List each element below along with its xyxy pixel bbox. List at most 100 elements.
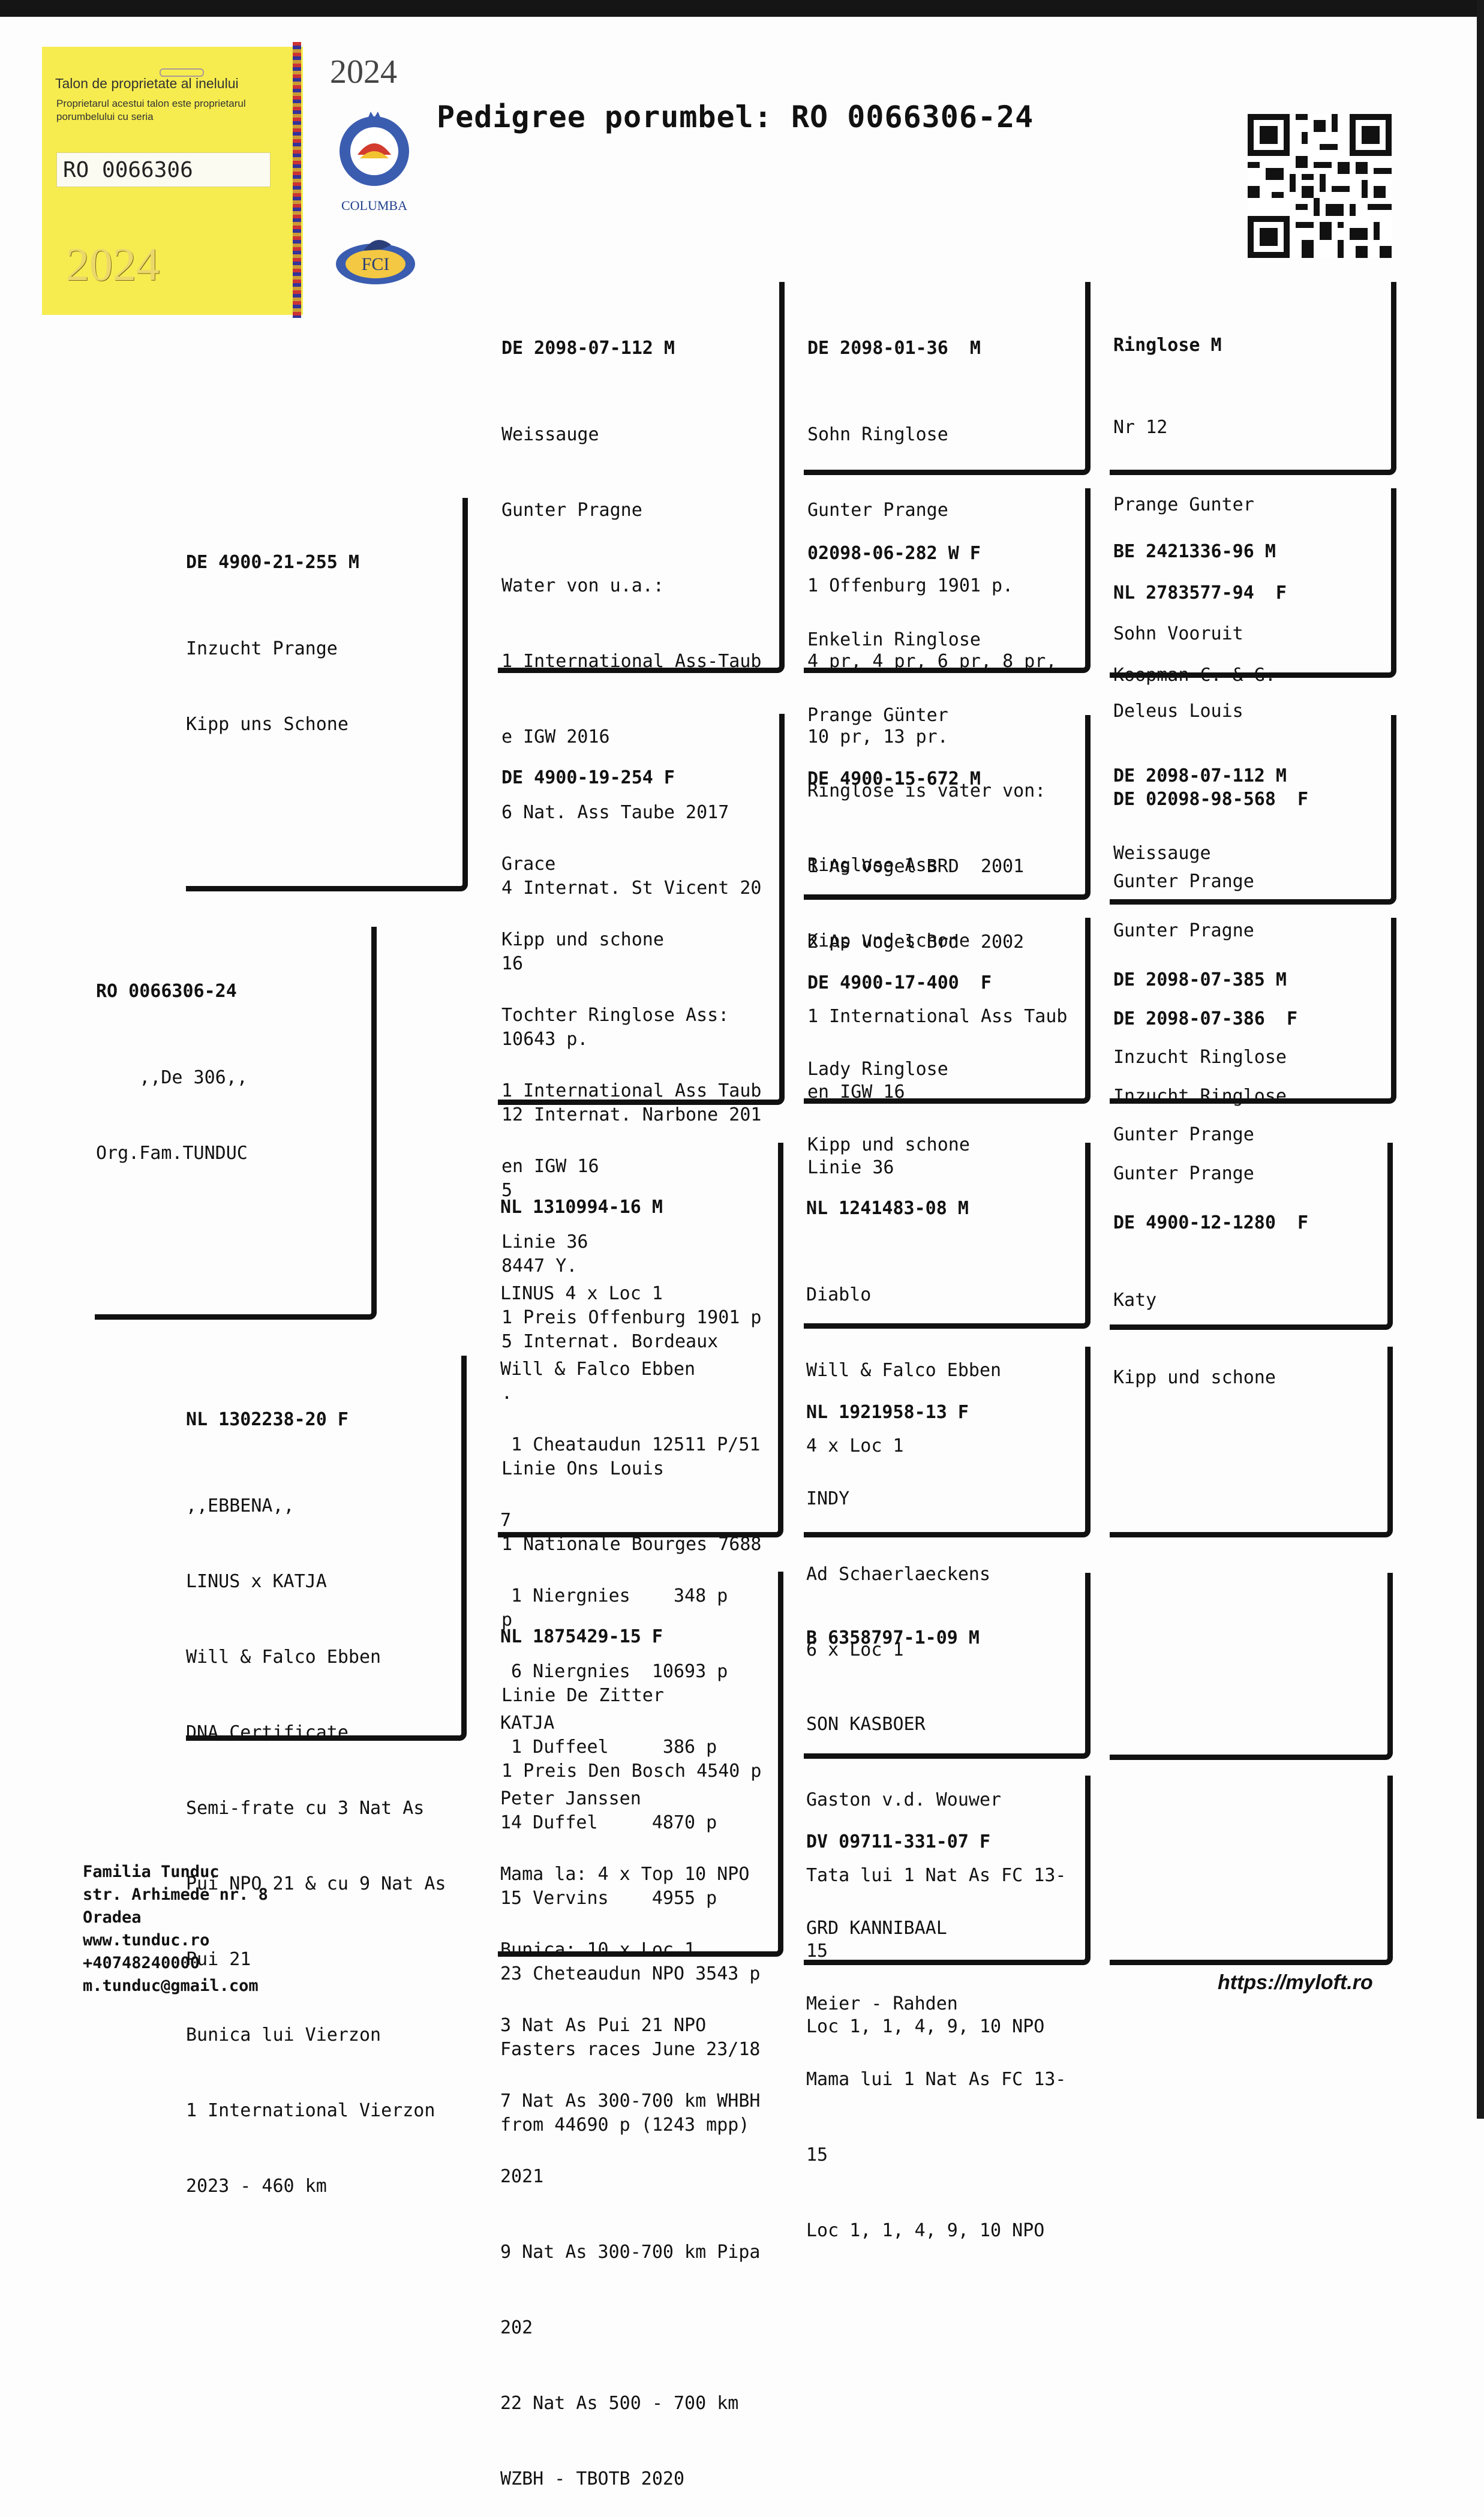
- breeder-name: Familia Tunduc: [83, 1863, 220, 1881]
- bracket-empty-1: [1110, 1143, 1393, 1330]
- line: INDY: [806, 1488, 850, 1509]
- coupon-perforation: [293, 42, 301, 318]
- line: Semi-frate cu 3 Nat As: [186, 1798, 425, 1819]
- bracket-ssd: [804, 488, 1091, 673]
- pigeon-dds: B 6358797-1-09 M SON KASBOER Gaston v.d.…: [806, 1575, 1066, 2065]
- ring-number: NL 2783577-94 F: [1113, 582, 1287, 603]
- ownership-coupon: Talon de proprietate al inelului Proprie…: [42, 47, 303, 315]
- line: en IGW 16: [807, 1082, 905, 1103]
- breeder-street: str. Arhimede nr. 8: [83, 1885, 268, 1904]
- pigeon-subject: RO 0066306-24 ,,De 306,, Org.Fam.TUNDUC: [96, 929, 248, 1191]
- line: 15: [806, 2144, 828, 2165]
- pigeon-ss: DE 2098-07-112 M Weissauge Gunter Pragne…: [501, 286, 761, 1380]
- line: 6 Nat. Ass Taube 2017: [501, 802, 729, 823]
- line: SON KASBOER: [806, 1714, 926, 1735]
- ring-number: DE 2098-07-385 M: [1113, 969, 1287, 990]
- ring-number: DE 02098-98-568 F: [1113, 789, 1309, 810]
- ring-number: NL 1310994-16 M: [500, 1197, 663, 1218]
- bracket-ds: [498, 1143, 783, 1537]
- line: Gunter Prange: [807, 500, 948, 521]
- line: Kipp und schone: [807, 930, 970, 951]
- line: Deleus Louis: [1113, 701, 1243, 722]
- line: 1 International Ass Taub: [501, 1080, 762, 1101]
- line: Linie De Zitter: [501, 1685, 664, 1706]
- line: LINUS x KATJA: [186, 1571, 327, 1592]
- line: Sohn Vooruit: [1113, 623, 1243, 644]
- line: Water von u.a.:: [501, 575, 664, 596]
- line: Inzucht Ringlose: [1113, 1047, 1287, 1068]
- breeder-website[interactable]: www.tunduc.ro: [83, 1931, 210, 1950]
- page-title: Pedigree porumbel: RO 0066306-24: [437, 100, 1034, 134]
- line: 10 pr, 13 pr.: [807, 726, 948, 747]
- pigeon-sire: DE 4900-21-255 M Inzucht Prange Kipp uns…: [186, 500, 359, 762]
- pigeon-g4d: DE 2098-07-385 M Inzucht Ringlose Gunter…: [1113, 915, 1308, 1416]
- ring-number: DE 4900-15-672 M: [807, 768, 981, 789]
- line: Enkelin Ringlose: [807, 629, 981, 650]
- ring-number: DE 2098-01-36 M: [807, 338, 981, 359]
- line: Will & Falco Ebben: [500, 1359, 696, 1380]
- bracket-g4d: [1110, 918, 1396, 1104]
- line: Ad Schaerlaeckens: [806, 1564, 991, 1585]
- line: Will & Falco Ebben: [806, 1360, 1002, 1381]
- bracket-dsd: [804, 1347, 1091, 1537]
- coupon-title: Talon de proprietate al inelului: [55, 76, 239, 91]
- bracket-sdd: [804, 918, 1091, 1104]
- ring-number: NL 1241483-08 M: [806, 1198, 969, 1219]
- bracket-dam: [186, 1356, 467, 1741]
- ring-number: DE 2098-07-386 F: [1113, 1008, 1298, 1029]
- ring-number: DE 2098-07-112 M: [1113, 765, 1287, 786]
- line: Will & Falco Ebben: [186, 1647, 381, 1668]
- bracket-subject: [95, 927, 377, 1320]
- staple-icon: [160, 68, 204, 77]
- ring-number: DE 4900-19-254 F: [501, 767, 675, 788]
- line: en IGW 16: [501, 1156, 599, 1177]
- line: Gaston v.d. Wouwer: [806, 1789, 1002, 1810]
- myloft-link[interactable]: https://myloft.ro: [1218, 1971, 1373, 1994]
- bracket-dd: [498, 1572, 783, 1957]
- line: Mama lui 1 Nat As FC 13-: [806, 2069, 1067, 2090]
- line: 9 Nat As 300-700 km Pipa: [500, 2242, 761, 2263]
- bracket-empty-4: [1110, 1776, 1393, 1965]
- ring-number: DE 4900-12-1280 F: [1113, 1212, 1309, 1233]
- line: Ringlose is vater von:: [807, 780, 1046, 801]
- line: 1 Cheataudun 12511 P/51: [500, 1434, 761, 1455]
- bracket-sds: [804, 715, 1091, 900]
- line: 22 Nat As 500 - 700 km: [500, 2393, 739, 2414]
- line: e IGW 2016: [501, 726, 610, 747]
- line: Tochter Ringlose Ass:: [501, 1005, 729, 1026]
- line: 7 Nat As 300-700 km WHBH: [500, 2091, 761, 2111]
- line: GRD KANNIBAAL: [806, 1918, 947, 1939]
- bracket-ss: [498, 282, 785, 673]
- breeder-city: Oradea: [83, 1908, 142, 1927]
- line: Weissauge: [501, 424, 599, 445]
- line: 3 Nat As Pui 21 NPO: [500, 2015, 707, 2036]
- line: 15 Vervins 4955 p: [500, 1888, 717, 1909]
- line: 1 International Vierzon: [186, 2100, 435, 2121]
- pigeon-g4b: BE 2421336-96 M Sohn Vooruit Deleus Loui…: [1113, 487, 1308, 920]
- breeder-email[interactable]: m.tunduc@gmail.com: [83, 1977, 259, 1995]
- svg-text:FCI: FCI: [362, 254, 390, 274]
- line: 4 Internat. St Vicent 20: [501, 878, 762, 899]
- line: Kipp und schone: [1113, 1367, 1276, 1388]
- line: Loc 1, 1, 4, 9, 10 NPO: [806, 2220, 1045, 2241]
- coupon-text: Proprietarul acestui talon este propriet…: [56, 98, 246, 122]
- line: Tata lui 1 Nat As FC 13-: [806, 1865, 1067, 1886]
- pigeon-dd: NL 1875429-15 F KATJA Peter Janssen Mama…: [500, 1574, 760, 2517]
- ring-number: DV 09711-331-07 F: [806, 1831, 991, 1852]
- ring-number: DE 4900-21-255 M: [186, 552, 359, 573]
- pigeon-ddd: DV 09711-331-07 F GRD KANNIBAAL Meier - …: [806, 1779, 1066, 2269]
- bracket-g4b: [1110, 488, 1396, 678]
- line: Sohn Ringlose: [807, 424, 948, 445]
- coupon-ring-number: RO 0066306: [63, 158, 193, 182]
- line: Loc 1, 1, 4, 9, 10 NPO: [806, 2016, 1045, 2037]
- line: Diablo: [806, 1284, 872, 1305]
- line: LINUS 4 x Loc 1: [500, 1283, 663, 1304]
- bracket-g4c: [1110, 715, 1396, 905]
- pigeon-sss: DE 2098-01-36 M Sohn Ringlose Gunter Pra…: [807, 286, 1056, 775]
- line: 5 Internat. Bordeaux: [501, 1331, 719, 1352]
- line: 5: [501, 1180, 513, 1201]
- line: 4 x Loc 1: [806, 1435, 904, 1456]
- line: Pui 21: [186, 1949, 251, 1970]
- line: Nr 12: [1113, 417, 1168, 438]
- ring-number: NL 1302238-20 F: [186, 1409, 349, 1430]
